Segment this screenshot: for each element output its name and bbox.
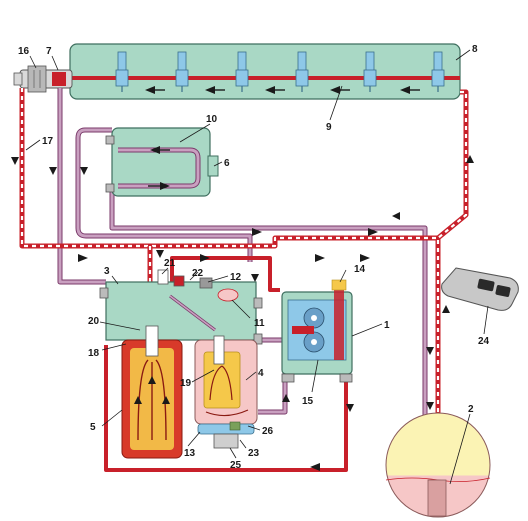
callout-12: 12 <box>230 272 242 283</box>
fuel-cooler <box>105 127 219 197</box>
callout-16: 16 <box>18 46 30 57</box>
main-filter <box>121 325 183 459</box>
callout-2: 2 <box>468 404 474 415</box>
high-pressure-pump <box>281 279 353 383</box>
callout-19: 19 <box>180 378 192 389</box>
callout-1: 1 <box>384 320 390 331</box>
supply-lines <box>19 88 469 430</box>
injectors <box>115 51 445 92</box>
callout-leaders <box>25 49 489 485</box>
callout-17: 17 <box>42 136 54 147</box>
filter-housing <box>99 269 263 345</box>
callout-3: 3 <box>104 266 110 277</box>
common-rail <box>69 43 461 100</box>
heated-filter <box>194 335 258 449</box>
callout-8: 8 <box>472 44 478 55</box>
callout-4: 4 <box>258 368 264 379</box>
callout-26: 26 <box>262 426 274 437</box>
callout-7: 7 <box>46 46 52 57</box>
callout-20: 20 <box>88 316 100 327</box>
callout-21: 21 <box>164 258 176 269</box>
return-lines <box>57 88 428 430</box>
key-fob <box>441 267 519 311</box>
pressure-regulator <box>13 65 73 93</box>
callout-24: 24 <box>478 336 490 347</box>
rail-flow-arrows <box>145 86 420 94</box>
callout-14: 14 <box>354 264 366 275</box>
callout-23: 23 <box>248 448 260 459</box>
callout-10: 10 <box>206 114 218 125</box>
callout-5: 5 <box>90 422 96 433</box>
fuel-tank <box>385 412 491 518</box>
callout-11: 11 <box>254 318 265 329</box>
callout-9: 9 <box>326 122 332 133</box>
callout-6: 6 <box>224 158 230 169</box>
callout-15: 15 <box>302 396 314 407</box>
callout-22: 22 <box>192 268 204 279</box>
callout-25: 25 <box>230 460 242 471</box>
callout-18: 18 <box>88 348 100 359</box>
callout-13: 13 <box>184 448 196 459</box>
flow-arrows <box>11 155 474 471</box>
callouts: 16 7 8 9 10 6 17 3 21 22 12 11 14 1 15 2… <box>18 44 490 471</box>
